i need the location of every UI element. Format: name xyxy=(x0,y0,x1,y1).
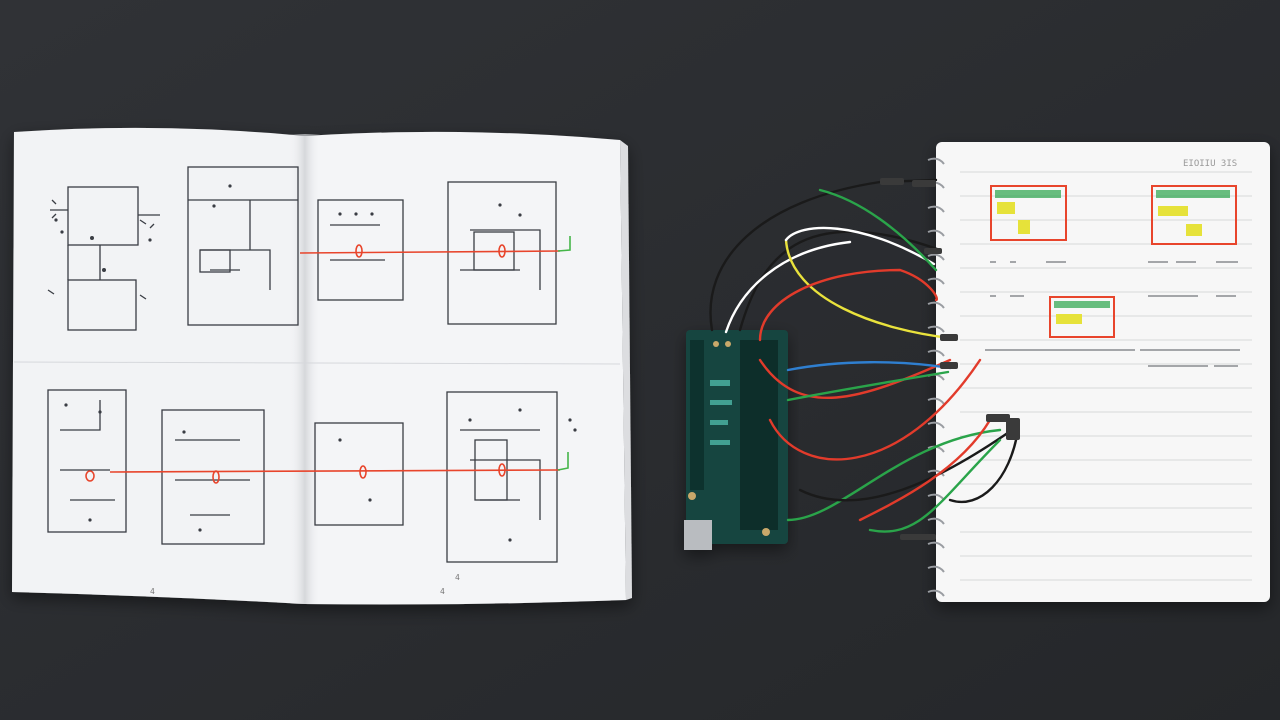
wire-blue xyxy=(786,361,952,372)
wire-black xyxy=(738,230,942,332)
notebook-header: EIOIIU 3IS xyxy=(1183,159,1237,169)
wire-yellow xyxy=(784,238,952,340)
red-signal-paths xyxy=(85,244,561,484)
wire-red xyxy=(858,418,992,522)
book-page-number: 4 xyxy=(455,573,460,582)
wire-white-top xyxy=(784,226,936,266)
microcontroller-board xyxy=(684,330,788,550)
wire-red xyxy=(758,358,952,400)
book-left-page xyxy=(12,127,305,604)
spiral-notebook xyxy=(936,142,1270,602)
wire-green xyxy=(786,370,950,402)
book-page-number: 4 xyxy=(440,587,445,596)
book-spine-shade xyxy=(290,134,320,604)
book-page-number: 4 xyxy=(150,587,155,596)
spiral-binding xyxy=(927,157,945,597)
wire-black xyxy=(948,428,1020,503)
wire-black xyxy=(709,178,938,332)
usb-connector-icon xyxy=(684,520,712,550)
wire-black xyxy=(798,428,1014,502)
wire-green xyxy=(786,428,1002,522)
schematic-book xyxy=(12,127,632,605)
wire-connector-pins xyxy=(880,178,1020,540)
wire-white xyxy=(724,240,852,334)
wire-green xyxy=(818,188,938,272)
wire-red xyxy=(768,358,982,461)
schematic-drawings xyxy=(47,166,558,563)
notebook-highlight-boxes xyxy=(990,185,1237,338)
jumper-wires xyxy=(709,178,1020,533)
notebook-handwriting xyxy=(985,261,1240,367)
schematic-annotations xyxy=(54,184,577,542)
wire-red xyxy=(758,268,939,342)
book-right-page xyxy=(305,131,626,605)
wire-green xyxy=(868,438,1002,533)
